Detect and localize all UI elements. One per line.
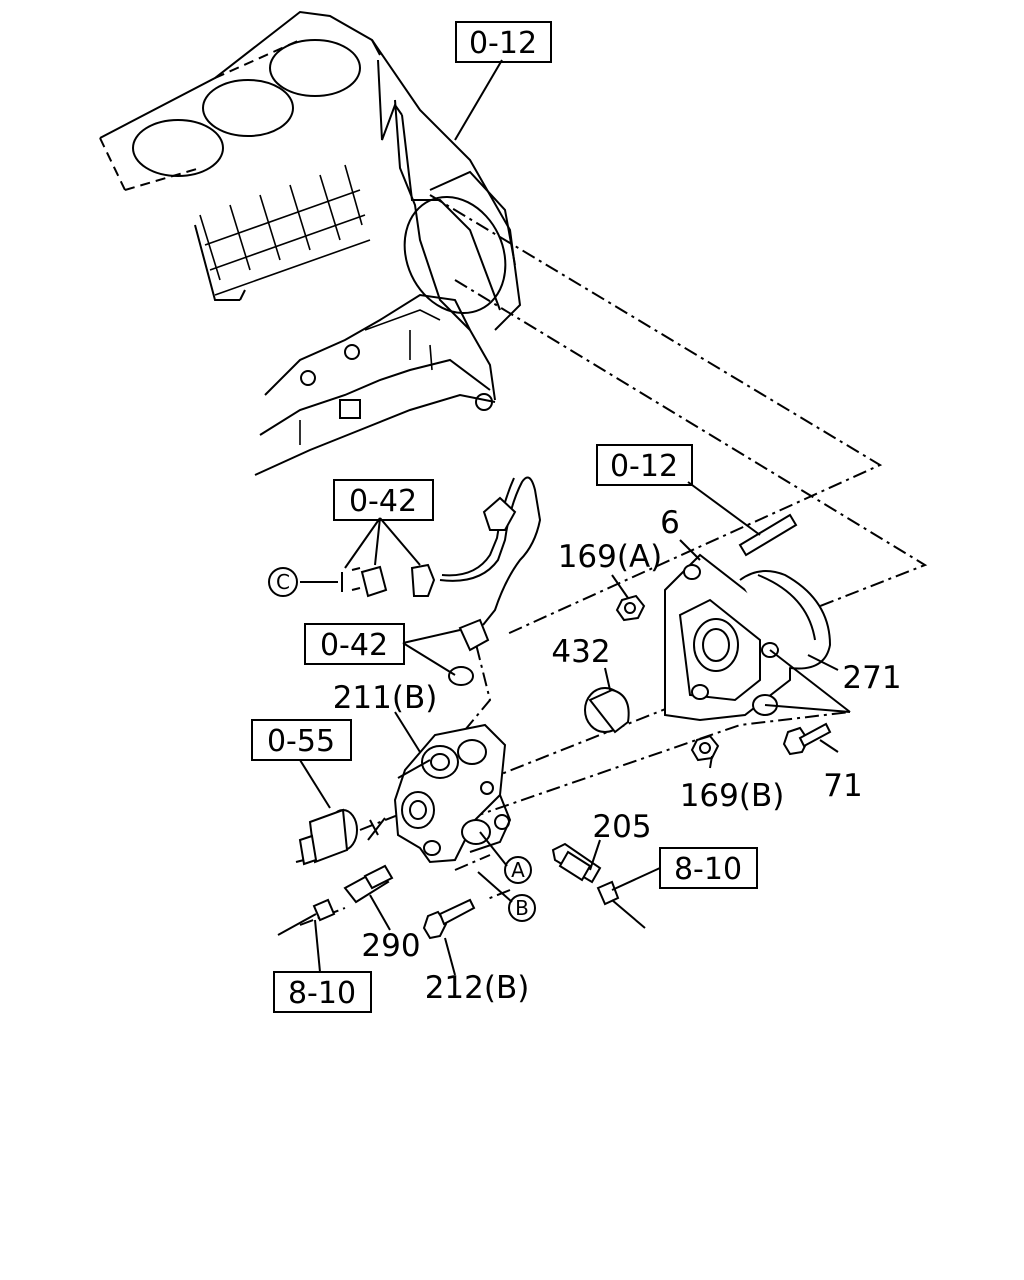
reference-label-wire-right: 8-10	[674, 852, 742, 887]
reference-box-pipe[interactable]: 0-42	[333, 479, 434, 521]
callout-212b[interactable]: 212(B)	[425, 970, 530, 1006]
reference-box-wire-right[interactable]: 8-10	[659, 847, 758, 889]
bolt-drawing	[422, 898, 476, 940]
callout-211b[interactable]: 211(B)	[333, 680, 438, 716]
callout-71[interactable]: 71	[823, 768, 862, 804]
suction-valve-drawing	[295, 808, 386, 866]
temperature-sensor-drawing	[277, 864, 394, 936]
callout-271[interactable]: 271	[842, 660, 901, 696]
marker-c-label: C	[276, 570, 290, 594]
reference-box-fitting[interactable]: 0-42	[304, 623, 405, 665]
callout-432[interactable]: 432	[551, 634, 610, 670]
marker-c[interactable]: C	[268, 567, 298, 597]
reference-box-top[interactable]: 0-12	[455, 21, 552, 63]
reference-label-pump: 0-12	[610, 449, 678, 484]
reference-label-sensor-left: 0-55	[267, 724, 335, 759]
marker-a-label: A	[511, 858, 525, 882]
reference-label-top: 0-12	[469, 26, 537, 61]
reference-label-wire-left: 8-10	[288, 976, 356, 1011]
callout-169a[interactable]: 169(A)	[558, 539, 663, 575]
callout-169b[interactable]: 169(B)	[680, 778, 785, 814]
reference-label-pipe: 0-42	[349, 484, 417, 519]
leader-lines	[299, 59, 851, 976]
callout-6[interactable]: 6	[660, 505, 680, 541]
callout-290[interactable]: 290	[361, 928, 420, 964]
fuel-pipe-drawing	[300, 476, 542, 686]
pressure-sensor-drawing	[551, 842, 646, 929]
marker-b-label: B	[515, 896, 529, 920]
marker-a[interactable]: A	[504, 856, 532, 884]
reference-box-sensor-left[interactable]: 0-55	[251, 719, 352, 761]
reference-label-fitting: 0-42	[320, 628, 388, 663]
pump-housing-drawing	[393, 723, 512, 864]
engine-block-drawing	[99, 10, 522, 476]
callout-205[interactable]: 205	[592, 809, 651, 845]
marker-b[interactable]: B	[508, 894, 536, 922]
pump-flange-drawing	[584, 513, 832, 762]
reference-box-wire-left[interactable]: 8-10	[273, 971, 372, 1013]
reference-box-pump[interactable]: 0-12	[596, 444, 693, 486]
